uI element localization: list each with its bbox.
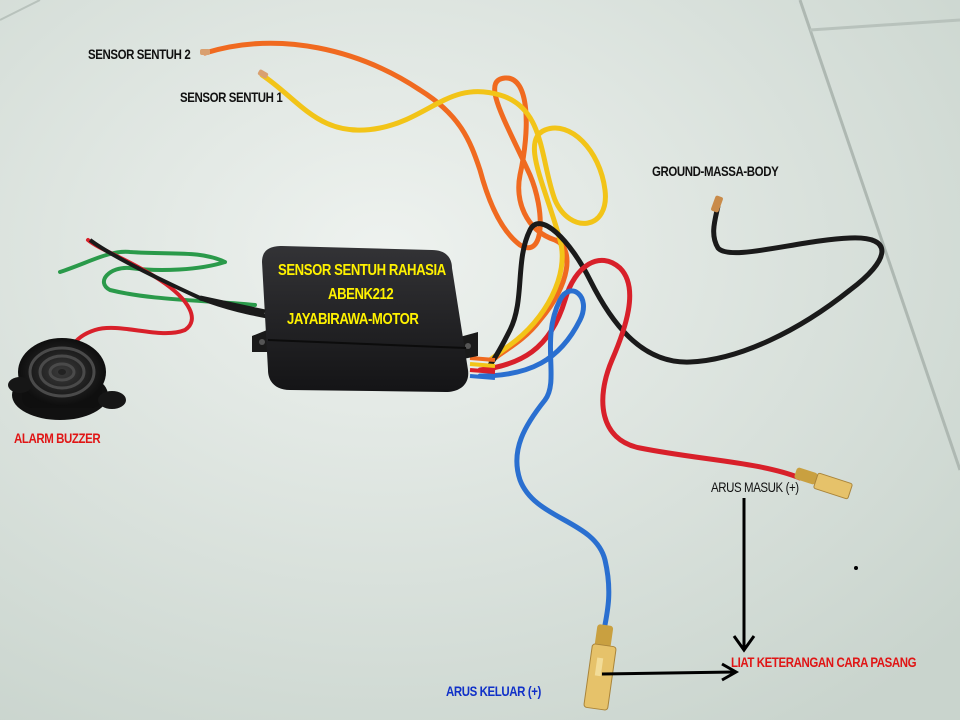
black-ground-wire [487, 203, 885, 368]
module-brand: ABENK212 [328, 286, 394, 303]
sensor-1-tip [257, 69, 269, 79]
sensor-2-tip [200, 49, 210, 55]
arrow-right [601, 670, 735, 676]
arus-keluar-terminal [583, 624, 617, 711]
ground-tip [711, 195, 723, 213]
tile-seam [798, 0, 960, 471]
alarm-buzzer [8, 338, 126, 420]
label-arus-keluar: ARUS KELUAR (+) [446, 683, 541, 699]
dot-mark [854, 566, 858, 570]
black-buzzer-wire [88, 238, 276, 320]
wire-bundle [469, 362, 496, 368]
module-shop: JAYABIRAWA-MOTOR [287, 311, 419, 328]
arrow-down-head [732, 635, 756, 653]
label-liat-keterangan: LIAT KETERANGAN CARA PASANG [731, 654, 917, 670]
wire-bundle [469, 368, 496, 374]
label-ground: GROUND-MASSA-BODY [652, 163, 779, 179]
module-title: SENSOR SENTUH RAHASIA [278, 262, 446, 279]
red-arus-masuk-wire [477, 257, 803, 481]
sensor-module-box [252, 246, 478, 392]
label-alarm-buzzer: ALARM BUZZER [14, 430, 101, 446]
tile-seam [809, 18, 960, 32]
arus-masuk-terminal [794, 467, 853, 500]
yellow-wire-sensor-1 [259, 72, 608, 363]
label-sensor-sentuh-1: SENSOR SENTUH 1 [180, 89, 283, 105]
tile-seam [0, 0, 41, 21]
arrow-right-head [721, 662, 740, 682]
wire-bundle [469, 374, 496, 380]
blue-arus-keluar-wire [477, 288, 612, 633]
label-arus-masuk: ARUS MASUK (+) [711, 479, 799, 495]
black-connector-wire [199, 295, 266, 315]
wire-bundle [469, 356, 496, 362]
green-wire [58, 249, 257, 307]
label-sensor-sentuh-2: SENSOR SENTUH 2 [88, 46, 191, 62]
